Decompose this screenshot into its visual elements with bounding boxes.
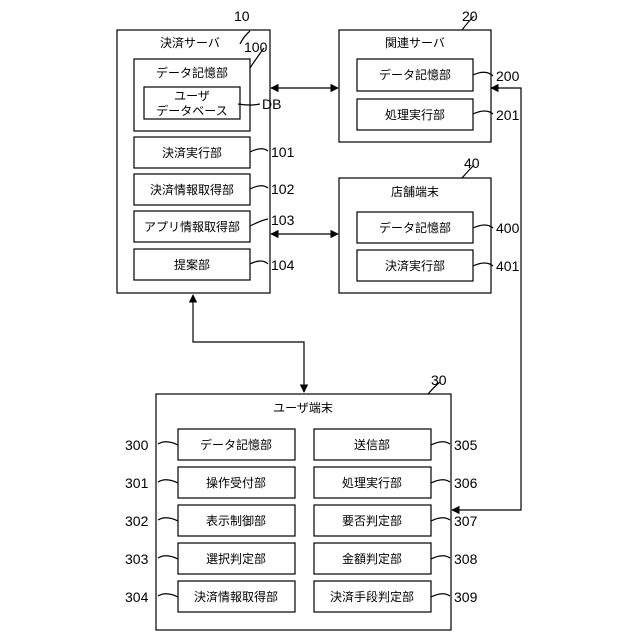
server-unit-ref-number: 103 xyxy=(271,212,295,228)
user-left-unit-label: 操作受付部 xyxy=(206,475,266,490)
server-unit-label: 決済実行部 xyxy=(162,145,222,160)
user-left-unit-label: 決済情報取得部 xyxy=(194,589,278,604)
user-database-label-line1: ユーザ xyxy=(174,89,210,103)
leader-line xyxy=(158,556,178,559)
user-database-label-line2: データベース xyxy=(156,103,227,118)
user-right-unit-label: 送信部 xyxy=(354,437,390,452)
user-terminal-ref-number: 30 xyxy=(431,372,447,388)
leader-line xyxy=(473,111,493,114)
leader-line xyxy=(158,594,178,597)
leader-line xyxy=(250,149,268,152)
user-right-unit-ref-number: 305 xyxy=(454,437,478,453)
user-right-unit-label: 処理実行部 xyxy=(342,475,402,490)
leader-line xyxy=(473,263,493,266)
leader-line xyxy=(158,518,178,521)
user-right-unit-ref-number: 306 xyxy=(454,475,478,491)
user-right-unit-label: 金額判定部 xyxy=(342,551,402,566)
leader-line xyxy=(250,261,268,264)
user-right-unit-ref-number: 307 xyxy=(454,513,478,529)
server-title: 決済サーバ xyxy=(160,35,220,50)
leader-line xyxy=(158,442,178,445)
leader-line xyxy=(250,186,268,189)
store-unit-ref-number: 401 xyxy=(496,258,520,274)
server-storage-title: データ記憶部 xyxy=(156,65,228,80)
user-left-unit-label: データ記憶部 xyxy=(200,437,272,452)
leader-line xyxy=(250,219,268,226)
server-storage-ref-number: 100 xyxy=(244,39,268,55)
store-unit-label: データ記憶部 xyxy=(379,220,451,235)
arrow-server-user xyxy=(193,295,304,392)
server-unit-label: アプリ情報取得部 xyxy=(144,219,240,234)
server-unit-ref-number: 102 xyxy=(271,181,295,197)
leader-line xyxy=(473,72,493,76)
leader-line xyxy=(431,480,450,483)
user-left-unit-ref-number: 300 xyxy=(125,437,149,453)
user-left-unit-ref-number: 304 xyxy=(125,589,149,605)
user-right-unit-label: 要否判定部 xyxy=(342,513,402,528)
related-unit-ref-number: 201 xyxy=(496,107,520,123)
related-unit-label: 処理実行部 xyxy=(385,107,445,122)
store-unit-ref-number: 400 xyxy=(496,220,520,236)
user-left-unit-label: 選択判定部 xyxy=(206,551,266,566)
store-terminal-title: 店舗端末 xyxy=(391,185,439,199)
user-left-unit-ref-number: 303 xyxy=(125,551,149,567)
related-unit-label: データ記憶部 xyxy=(379,67,451,82)
related-server-ref-number: 20 xyxy=(462,8,478,24)
leader-line xyxy=(238,104,260,105)
user-terminal-title: ユーザ端末 xyxy=(273,401,333,415)
user-left-unit-label: 表示制御部 xyxy=(206,513,266,528)
related-server-title: 関連サーバ xyxy=(385,36,445,50)
leader-line xyxy=(431,594,450,597)
leader-line xyxy=(158,480,178,483)
leader-line xyxy=(431,556,450,559)
user-right-unit-label: 決済手段判定部 xyxy=(330,589,414,604)
user-left-unit-ref-number: 302 xyxy=(125,513,149,529)
server-ref-number: 10 xyxy=(234,8,250,24)
user-right-unit-ref-number: 309 xyxy=(454,589,478,605)
store-terminal-ref-number: 40 xyxy=(464,155,480,171)
server-unit-label: 提案部 xyxy=(174,257,210,272)
server-unit-ref-number: 101 xyxy=(271,144,295,160)
leader-line xyxy=(431,518,450,521)
related-unit-ref-number: 200 xyxy=(496,68,520,84)
db-tag: DB xyxy=(262,96,281,112)
user-left-unit-ref-number: 301 xyxy=(125,475,149,491)
leader-line xyxy=(473,225,493,228)
server-unit-label: 決済情報取得部 xyxy=(150,182,234,197)
leader-line xyxy=(431,442,450,445)
user-right-unit-ref-number: 308 xyxy=(454,551,478,567)
server-unit-ref-number: 104 xyxy=(271,257,295,273)
store-unit-label: 決済実行部 xyxy=(385,258,445,273)
